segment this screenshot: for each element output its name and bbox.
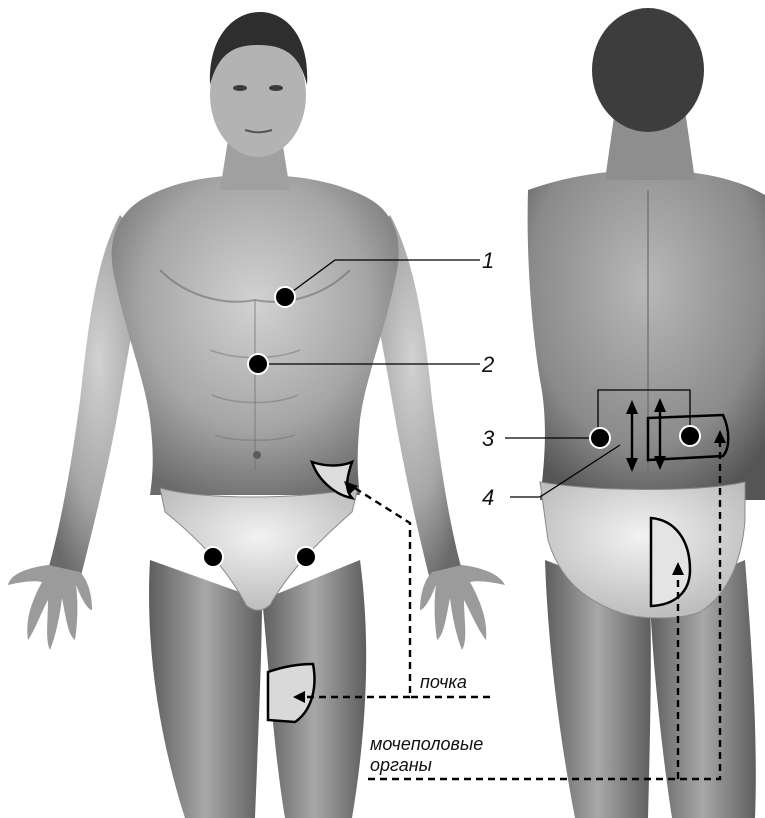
label-kidney: почка [420,672,467,692]
point-3-left-marker [590,428,610,448]
label-2: 2 [481,352,494,377]
back-torso [528,170,765,500]
front-figure [8,12,505,818]
front-navel [253,451,261,459]
groin-right-marker [296,547,316,567]
label-3: 3 [482,426,495,451]
front-left-hand [8,565,92,650]
front-right-eye [269,85,283,91]
label-1: 1 [482,248,494,273]
point-3-right-marker [680,426,700,446]
front-left-eye [233,85,247,91]
point-2-marker [248,354,268,374]
label-genitourinary-line2: органы [370,755,432,775]
back-figure [528,8,765,818]
label-4: 4 [482,485,494,510]
back-head [592,8,704,132]
groin-left-marker [203,547,223,567]
point-1-marker [275,287,295,307]
front-right-hand [420,565,505,650]
label-genitourinary-line1: мочеполовые [370,734,483,754]
